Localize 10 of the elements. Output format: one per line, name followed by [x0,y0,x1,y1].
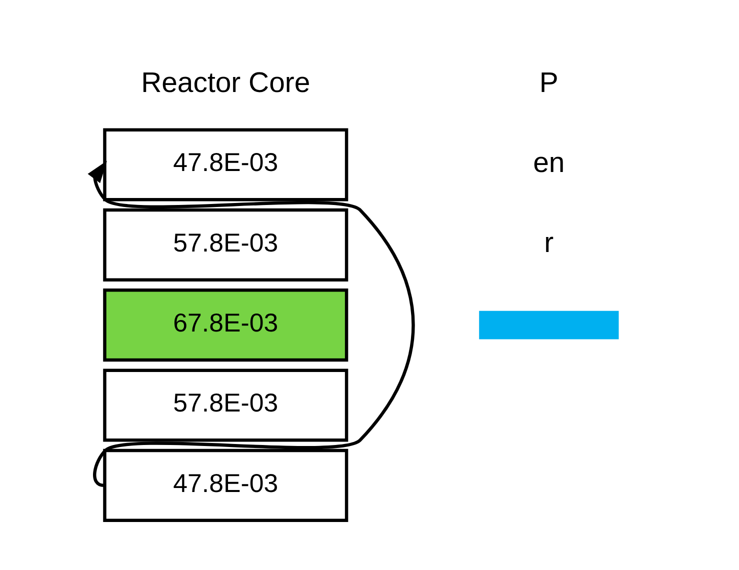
label: Reactor Core [141,66,310,99]
label: en [533,146,565,179]
node-box: 47.8E-03 [103,448,348,522]
node-box: 57.8E-03 [103,368,348,442]
node-box: 67.8E-03 [103,288,348,362]
node-bar [479,310,619,340]
node-box: 57.8E-03 [103,208,348,282]
label: P [539,66,558,99]
node-box: 47.8E-03 [103,128,348,202]
label: r [544,227,554,260]
